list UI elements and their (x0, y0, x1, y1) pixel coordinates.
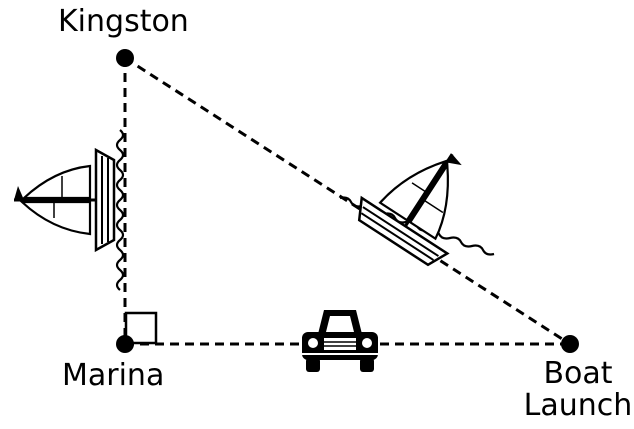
label-marina: Marina (62, 358, 165, 393)
sailboat-icon (14, 147, 116, 253)
node-boat-launch (561, 335, 579, 353)
wave-vertical (115, 129, 125, 291)
right-angle-marker (124, 311, 158, 345)
node-kingston (116, 49, 134, 67)
node-marina (116, 335, 134, 353)
car-icon (302, 310, 378, 372)
label-boat-launch-line1: Boat (543, 356, 613, 391)
label-boat-launch: Boat Launch (522, 358, 634, 422)
edge-kingston-boat-launch (124, 56, 571, 346)
label-kingston: Kingston (58, 4, 189, 39)
sailboat-icon (357, 153, 462, 267)
label-boat-launch-line2: Launch (523, 388, 633, 423)
